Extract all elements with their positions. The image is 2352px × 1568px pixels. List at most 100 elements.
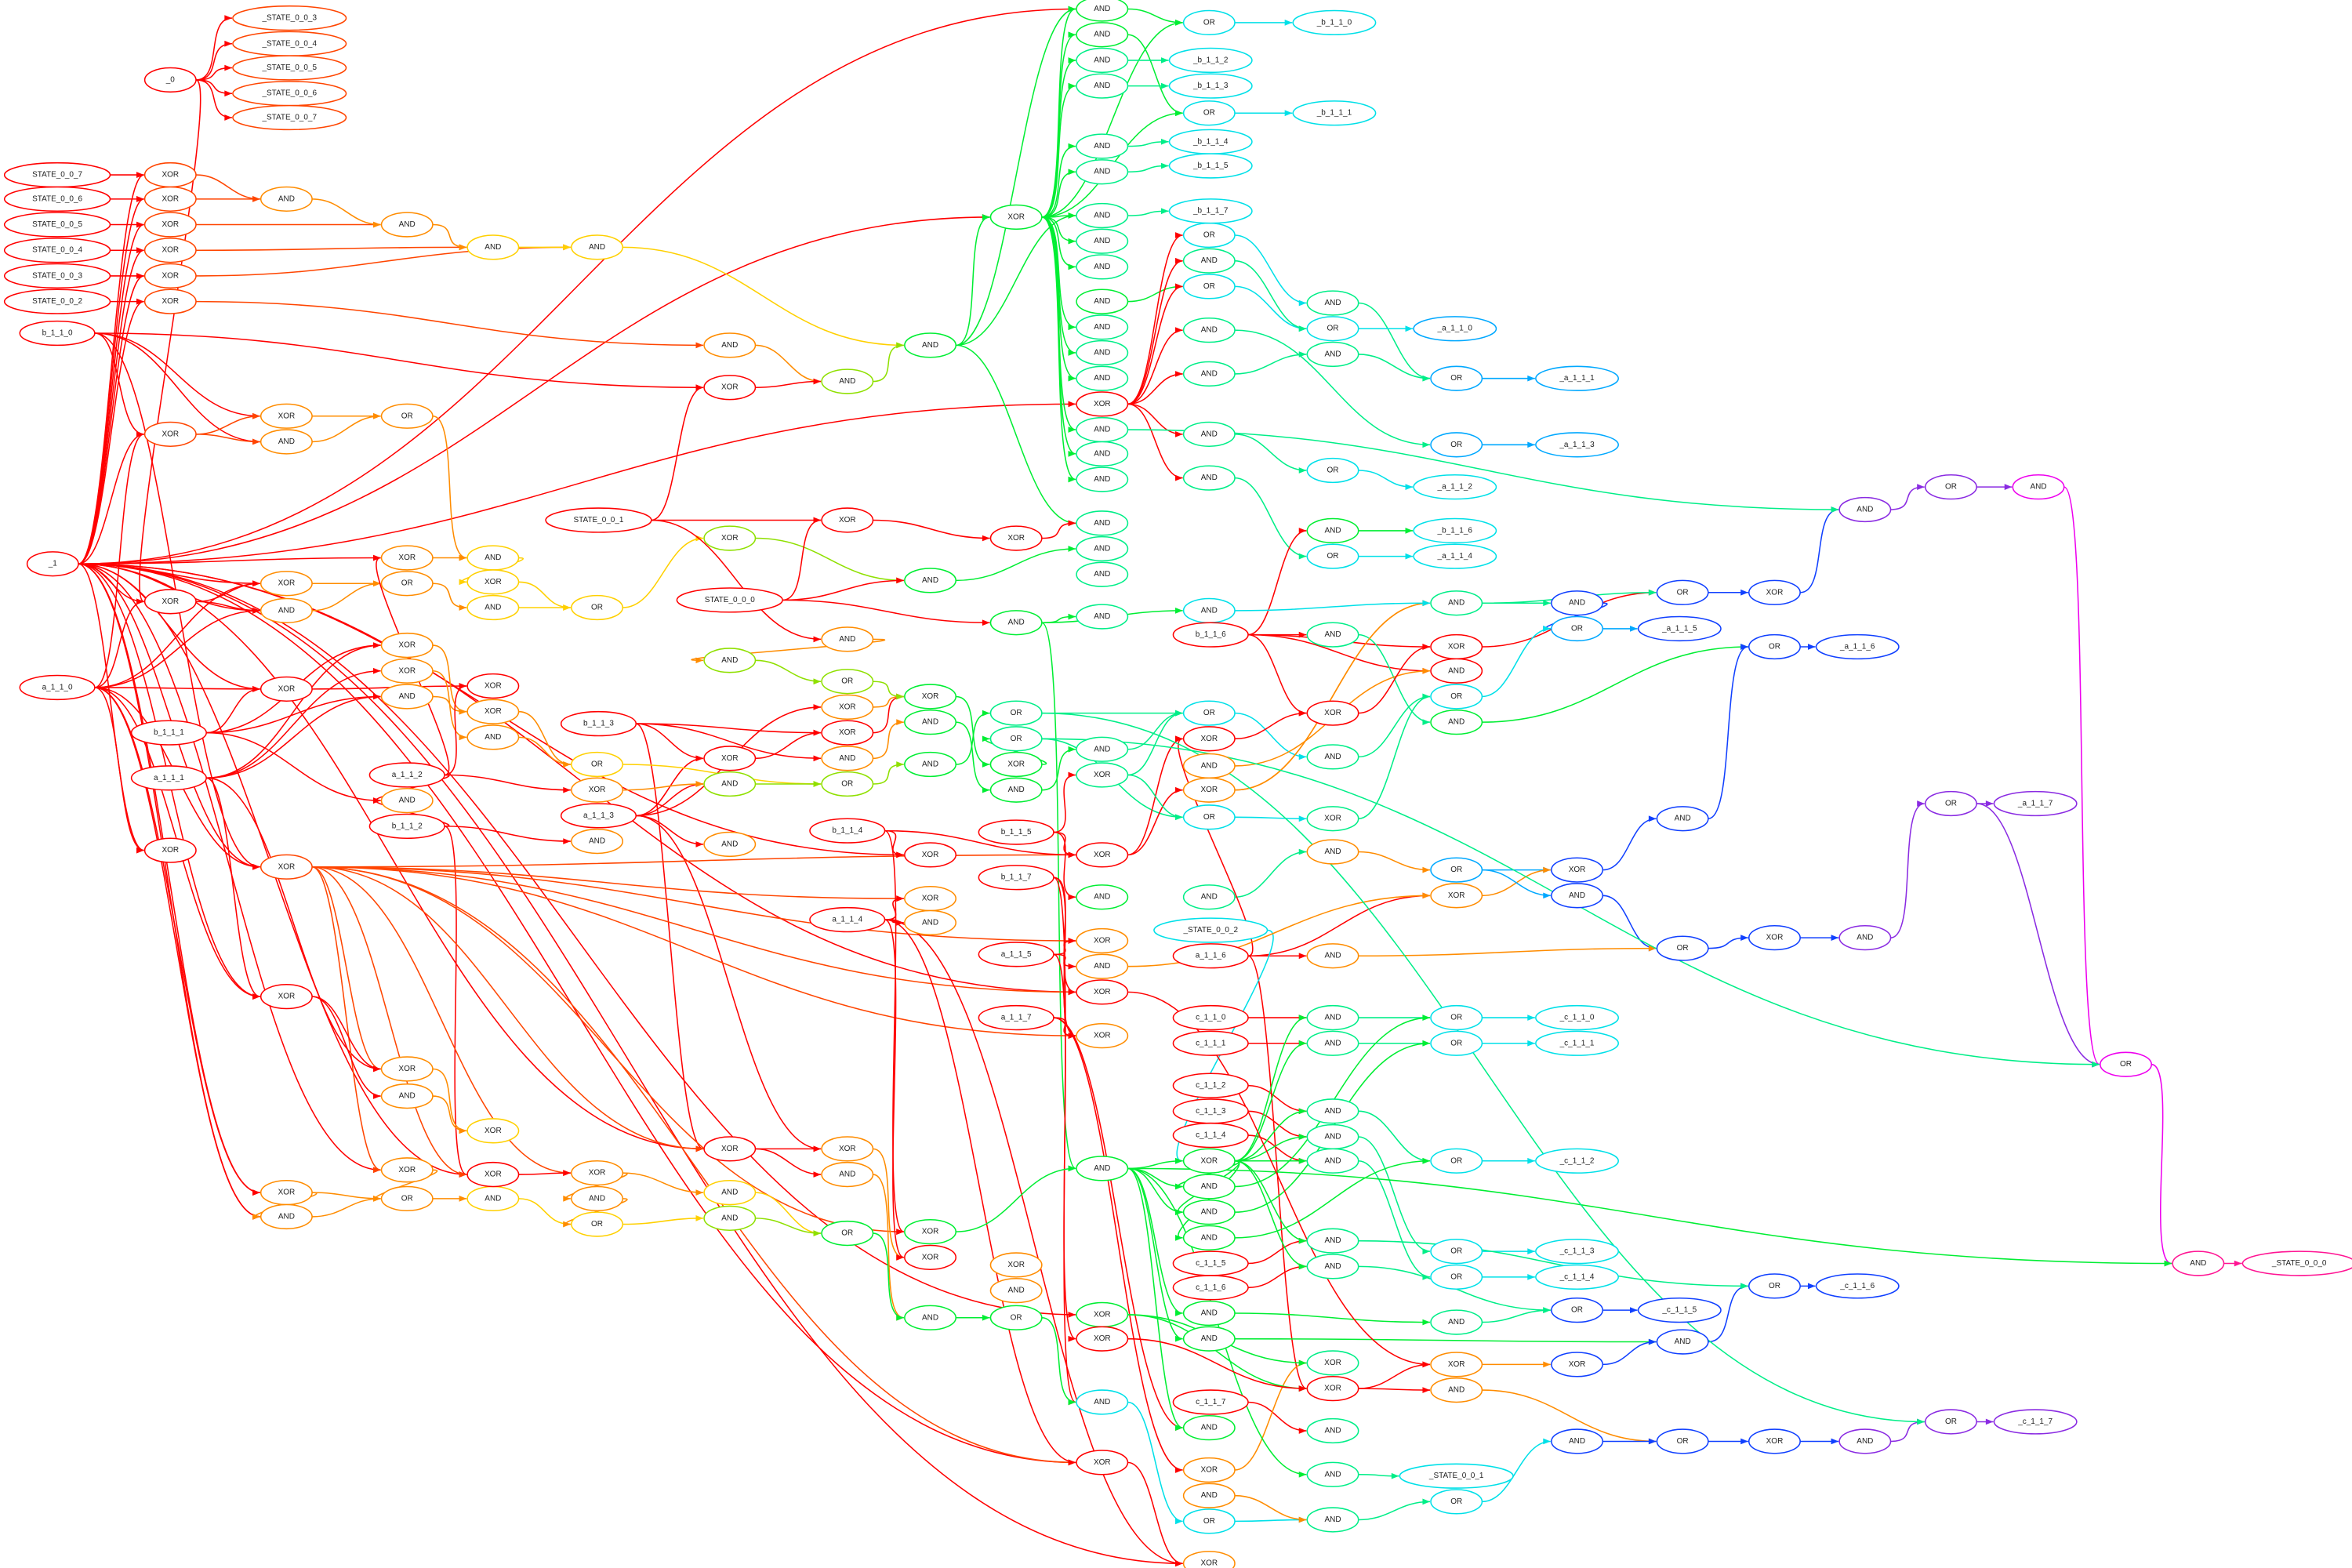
graph-node[interactable]: AND — [1306, 839, 1359, 865]
graph-node[interactable]: AND — [260, 597, 313, 623]
graph-node[interactable]: _a_1_1_0 — [1413, 316, 1497, 342]
graph-node[interactable]: OR — [1182, 222, 1236, 249]
graph-node[interactable]: XOR — [904, 684, 957, 710]
graph-node[interactable]: _a_1_1_4 — [1413, 543, 1497, 569]
graph-node[interactable]: AND — [260, 186, 313, 212]
graph-node[interactable]: XOR — [143, 289, 197, 314]
graph-node[interactable]: c_1_1_0 — [1172, 1004, 1249, 1031]
graph-node[interactable]: AND — [1076, 228, 1129, 254]
graph-node[interactable]: XOR — [1306, 700, 1359, 726]
graph-node[interactable]: OR — [1306, 543, 1359, 569]
graph-node[interactable]: AND — [1838, 496, 1892, 523]
graph-node[interactable]: AND — [1076, 0, 1129, 22]
graph-node[interactable]: OR — [821, 1220, 874, 1247]
graph-node[interactable]: _b_1_1_4 — [1168, 129, 1253, 154]
graph-node[interactable]: AND — [1076, 202, 1129, 229]
graph-node[interactable]: OR — [1182, 274, 1236, 299]
graph-node[interactable]: XOR — [260, 1180, 313, 1206]
graph-node[interactable]: XOR — [904, 1244, 957, 1270]
graph-node[interactable]: AND — [1306, 1254, 1359, 1279]
graph-node[interactable]: OR — [989, 1305, 1043, 1330]
graph-node[interactable]: XOR — [703, 746, 757, 771]
graph-node[interactable]: XOR — [466, 569, 520, 595]
graph-node[interactable]: XOR — [143, 263, 197, 289]
graph-node[interactable]: AND — [1306, 517, 1359, 544]
graph-node[interactable]: _b_1_1_2 — [1168, 47, 1253, 74]
graph-node[interactable]: XOR — [466, 699, 520, 724]
graph-node[interactable]: XOR — [1748, 1428, 1801, 1454]
graph-node[interactable]: _c_1_1_5 — [1637, 1298, 1722, 1323]
graph-node[interactable]: _STATE_0_0_4 — [232, 31, 347, 56]
graph-node[interactable]: OR — [1430, 1264, 1483, 1290]
graph-node[interactable]: XOR — [260, 403, 313, 429]
graph-node[interactable]: STATE_0_0_1 — [545, 507, 652, 533]
graph-node[interactable]: _c_1_1_1 — [1535, 1030, 1619, 1056]
graph-node[interactable]: AND — [380, 1083, 434, 1109]
graph-node[interactable]: AND — [1182, 248, 1236, 274]
graph-node[interactable]: AND — [904, 568, 957, 593]
graph-node[interactable]: XOR — [466, 673, 520, 699]
graph-node[interactable]: XOR — [821, 1136, 874, 1162]
graph-node[interactable]: a_1_1_0 — [19, 674, 96, 701]
graph-node[interactable]: b_1_1_6 — [1172, 622, 1249, 648]
graph-node[interactable]: STATE_0_0_6 — [3, 186, 111, 212]
graph-node[interactable]: XOR — [143, 837, 197, 863]
graph-node[interactable]: XOR — [143, 589, 197, 615]
graph-node[interactable]: AND — [1076, 159, 1129, 185]
graph-node[interactable]: XOR — [1430, 1352, 1483, 1377]
graph-node[interactable]: AND — [1076, 510, 1129, 536]
graph-node[interactable]: AND — [821, 626, 874, 652]
graph-node[interactable]: c_1_1_3 — [1172, 1098, 1249, 1124]
graph-node[interactable]: OR — [1430, 1030, 1483, 1056]
graph-node[interactable]: AND — [1306, 341, 1359, 368]
graph-node[interactable]: XOR — [1076, 1326, 1129, 1352]
graph-node[interactable]: b_1_1_3 — [560, 710, 637, 737]
graph-node[interactable]: OR — [1551, 615, 1604, 642]
graph-node[interactable]: XOR — [821, 720, 874, 746]
graph-node[interactable]: b_1_1_1 — [130, 720, 207, 746]
graph-node[interactable]: OR — [1182, 804, 1236, 830]
graph-node[interactable]: XOR — [1076, 1023, 1129, 1049]
graph-node[interactable]: XOR — [260, 854, 313, 880]
graph-node[interactable]: AND — [989, 777, 1043, 803]
graph-node[interactable]: XOR — [904, 886, 957, 912]
graph-node[interactable]: OR — [2100, 1051, 2152, 1077]
graph-node[interactable]: _b_1_1_3 — [1168, 73, 1253, 99]
graph-node[interactable]: XOR — [1551, 857, 1604, 883]
graph-node[interactable]: AND — [1076, 289, 1129, 314]
graph-node[interactable]: _0 — [143, 67, 197, 93]
graph-node[interactable]: XOR — [380, 545, 434, 571]
graph-node[interactable]: AND — [1430, 1377, 1483, 1403]
graph-node[interactable]: AND — [989, 610, 1043, 636]
graph-node[interactable]: _STATE_0_0_3 — [232, 5, 347, 31]
graph-node[interactable]: c_1_1_4 — [1172, 1122, 1249, 1149]
graph-node[interactable]: AND — [1182, 1200, 1236, 1225]
graph-node[interactable]: AND — [466, 545, 520, 571]
graph-node[interactable]: AND — [1306, 1417, 1359, 1444]
graph-node[interactable]: AND — [466, 234, 520, 260]
graph-node[interactable]: XOR — [1076, 391, 1129, 417]
graph-node[interactable]: c_1_1_1 — [1172, 1030, 1249, 1056]
graph-node[interactable]: XOR — [1306, 1350, 1359, 1376]
graph-node[interactable]: OR — [989, 726, 1043, 752]
graph-node[interactable]: STATE_0_0_3 — [3, 263, 111, 289]
graph-node[interactable]: AND — [2012, 474, 2065, 500]
graph-node[interactable]: STATE_0_0_0 — [676, 587, 783, 613]
graph-node[interactable]: _1 — [26, 551, 79, 577]
graph-node[interactable]: OR — [1430, 432, 1483, 458]
graph-node[interactable]: STATE_0_0_4 — [3, 238, 111, 263]
graph-node[interactable]: AND — [260, 1203, 313, 1230]
graph-node[interactable]: OR — [1430, 1239, 1483, 1265]
graph-node[interactable]: _a_1_1_3 — [1535, 432, 1619, 458]
graph-node[interactable]: OR — [1430, 857, 1483, 883]
graph-node[interactable]: XOR — [1076, 1450, 1129, 1475]
graph-node[interactable]: AND — [904, 710, 957, 735]
graph-node[interactable]: _STATE_0_0_6 — [232, 81, 347, 107]
graph-node[interactable]: OR — [380, 571, 434, 597]
graph-node[interactable]: XOR — [1076, 762, 1129, 788]
graph-node[interactable]: OR — [1748, 633, 1801, 660]
graph-node[interactable]: _b_1_1_6 — [1413, 517, 1497, 544]
graph-node[interactable]: AND — [1182, 1174, 1236, 1200]
graph-node[interactable]: XOR — [380, 658, 434, 684]
graph-node[interactable]: OR — [1430, 365, 1483, 391]
